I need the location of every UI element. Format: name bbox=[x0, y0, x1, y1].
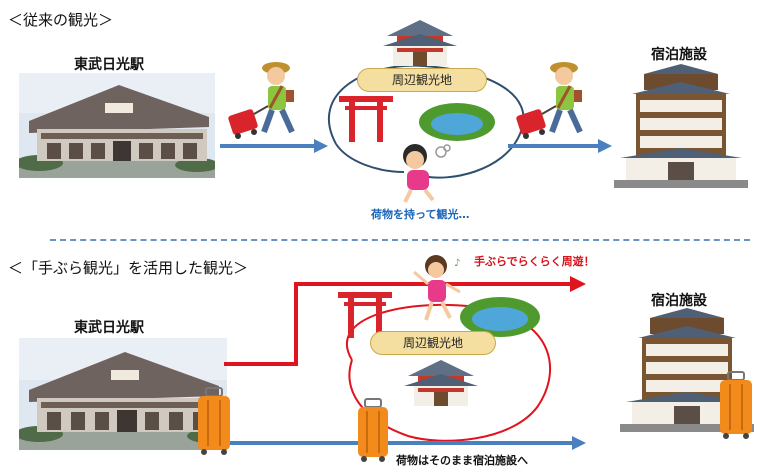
bottom-station-image bbox=[19, 338, 227, 450]
suitcase-icon-3 bbox=[720, 371, 752, 439]
bottom-hotel-label: 宿泊施設 bbox=[651, 293, 707, 309]
top-spots-label: 周辺観光地 bbox=[357, 68, 487, 92]
shrine-building-icon bbox=[383, 20, 457, 66]
top-arrow-station-to-spots bbox=[220, 139, 328, 153]
torii-gate-icon-2 bbox=[338, 292, 392, 338]
pond-icon bbox=[419, 103, 495, 141]
top-hotel-label: 宿泊施設 bbox=[651, 47, 707, 63]
hotel-building-icon bbox=[614, 64, 748, 188]
svg-text:♪: ♪ bbox=[454, 258, 460, 269]
tired-girl-icon bbox=[403, 144, 451, 203]
top-station-image bbox=[19, 73, 215, 178]
top-caption: 荷物を持って観光… bbox=[371, 208, 470, 221]
top-station-label: 東武日光駅 bbox=[74, 57, 144, 73]
suitcase-icon-2 bbox=[358, 398, 388, 462]
shrine-building-icon-2 bbox=[404, 360, 478, 406]
pond-icon-2 bbox=[460, 297, 540, 337]
suitcase-icon bbox=[198, 387, 230, 455]
hotel-building-icon-2 bbox=[620, 308, 754, 432]
bottom-station-label: 東武日光駅 bbox=[74, 320, 144, 336]
top-sightseeing-loop bbox=[328, 64, 525, 179]
top-arrow-spots-to-hotel bbox=[508, 139, 612, 153]
happy-girl-icon: ♪ bbox=[413, 255, 461, 321]
section-divider bbox=[50, 239, 750, 241]
bottom-section-heading: ＜「手ぶら観光」を活用した観光＞ bbox=[8, 259, 249, 277]
traveler-with-suitcase-icon bbox=[228, 62, 295, 139]
torii-gate-icon bbox=[339, 96, 393, 142]
luggage-delivery-arrow bbox=[222, 436, 586, 450]
bottom-caption-hands-free: 手ぶらでらくらく周遊！ bbox=[474, 255, 595, 268]
top-section-heading: ＜従来の観光＞ bbox=[8, 11, 114, 29]
traveler-with-suitcase-icon-2 bbox=[516, 62, 583, 139]
bottom-caption-luggage: 荷物はそのまま宿泊施設へ bbox=[396, 454, 528, 467]
bottom-spots-label: 周辺観光地 bbox=[370, 331, 496, 355]
